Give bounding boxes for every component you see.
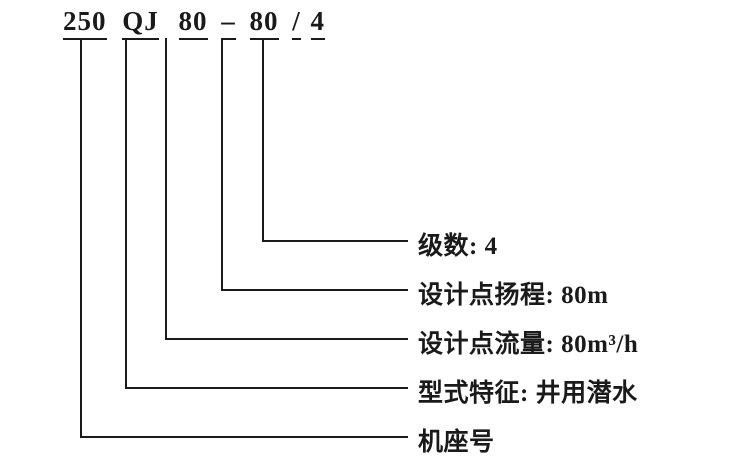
label-design-head: 设计点扬程: 80m: [418, 282, 609, 309]
connector-hline-type-feature: [125, 387, 408, 389]
connector-vline-type-feature: [125, 38, 127, 389]
model-code: 250 QJ 80 – 80 / 4: [63, 6, 326, 40]
connector-hline-frame-number: [80, 436, 408, 438]
connector-hline-design-flow: [165, 338, 408, 340]
label-type-feature: 型式特征: 井用潜水: [418, 380, 638, 407]
model-code-slash: /: [292, 6, 301, 40]
model-code-dash: –: [221, 6, 236, 40]
model-code-type: QJ: [122, 6, 159, 40]
model-code-flow: 80: [178, 6, 208, 40]
label-stages: 级数: 4: [418, 233, 498, 260]
connector-vline-stages: [262, 38, 264, 242]
connector-vline-design-head: [221, 38, 223, 291]
model-code-stages: 4: [310, 6, 326, 40]
model-code-head: 80: [249, 6, 279, 40]
connector-hline-design-head: [221, 289, 408, 291]
connector-vline-design-flow: [165, 38, 167, 340]
connector-hline-stages: [262, 240, 408, 242]
model-code-frame-size: 250: [63, 6, 107, 40]
label-design-flow: 设计点流量: 80m³/h: [418, 331, 639, 358]
connector-vline-frame-number: [80, 38, 82, 438]
label-frame-number: 机座号: [418, 429, 495, 456]
